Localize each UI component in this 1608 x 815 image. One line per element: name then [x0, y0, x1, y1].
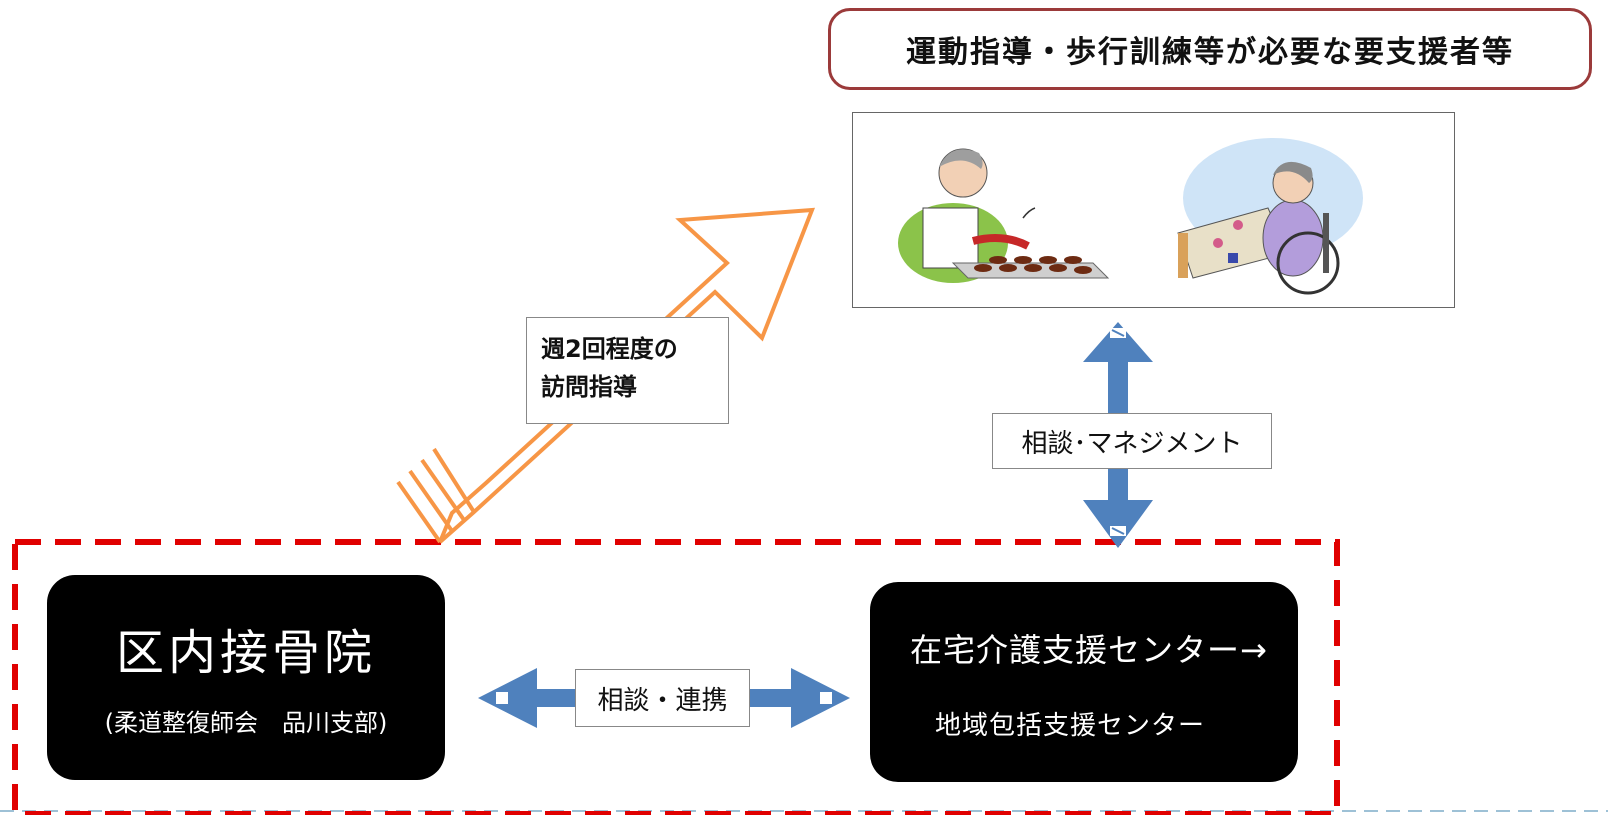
support-center-line2: 地域包括支援センター: [935, 711, 1206, 741]
visit-callout-line2: 訪問指導: [541, 373, 637, 401]
osteopathic-clinic-subtitle: (柔道整復師会 品川支部): [104, 709, 388, 737]
support-center-box: 在宅介護支援センター→ 地域包括支援センター: [870, 582, 1298, 782]
consult-management-callout: 相談･マネジメント: [992, 413, 1272, 469]
support-center-line1: 在宅介護支援センター→: [910, 631, 1268, 669]
service-region-border: [12, 539, 1340, 815]
target-group-box: 運動指導・歩行訓練等が必要な要支援者等: [828, 8, 1592, 90]
elderly-activities-illustration: [898, 138, 1363, 295]
link-horizontal-arrow: [478, 668, 850, 728]
osteopathic-clinic-box: 区内接骨院 (柔道整復師会 品川支部): [47, 575, 445, 780]
consult-link-label: 相談・連携: [597, 685, 728, 716]
target-group-label: 運動指導・歩行訓練等が必要な要支援者等: [906, 35, 1514, 70]
osteopathic-clinic-title: 区内接骨院: [115, 625, 376, 681]
painting-person-illustration: [1177, 138, 1363, 295]
consult-link-callout: 相談・連携: [575, 669, 750, 727]
consult-vertical-arrow: [1083, 322, 1153, 548]
visit-callout-line1: 週2回程度の: [541, 335, 678, 363]
visit-guidance-callout: 週2回程度の 訪問指導: [526, 317, 729, 424]
baking-woman-illustration: [898, 148, 1110, 283]
consult-management-label: 相談･マネジメント: [1021, 428, 1243, 459]
illustration-panel: [852, 112, 1455, 308]
